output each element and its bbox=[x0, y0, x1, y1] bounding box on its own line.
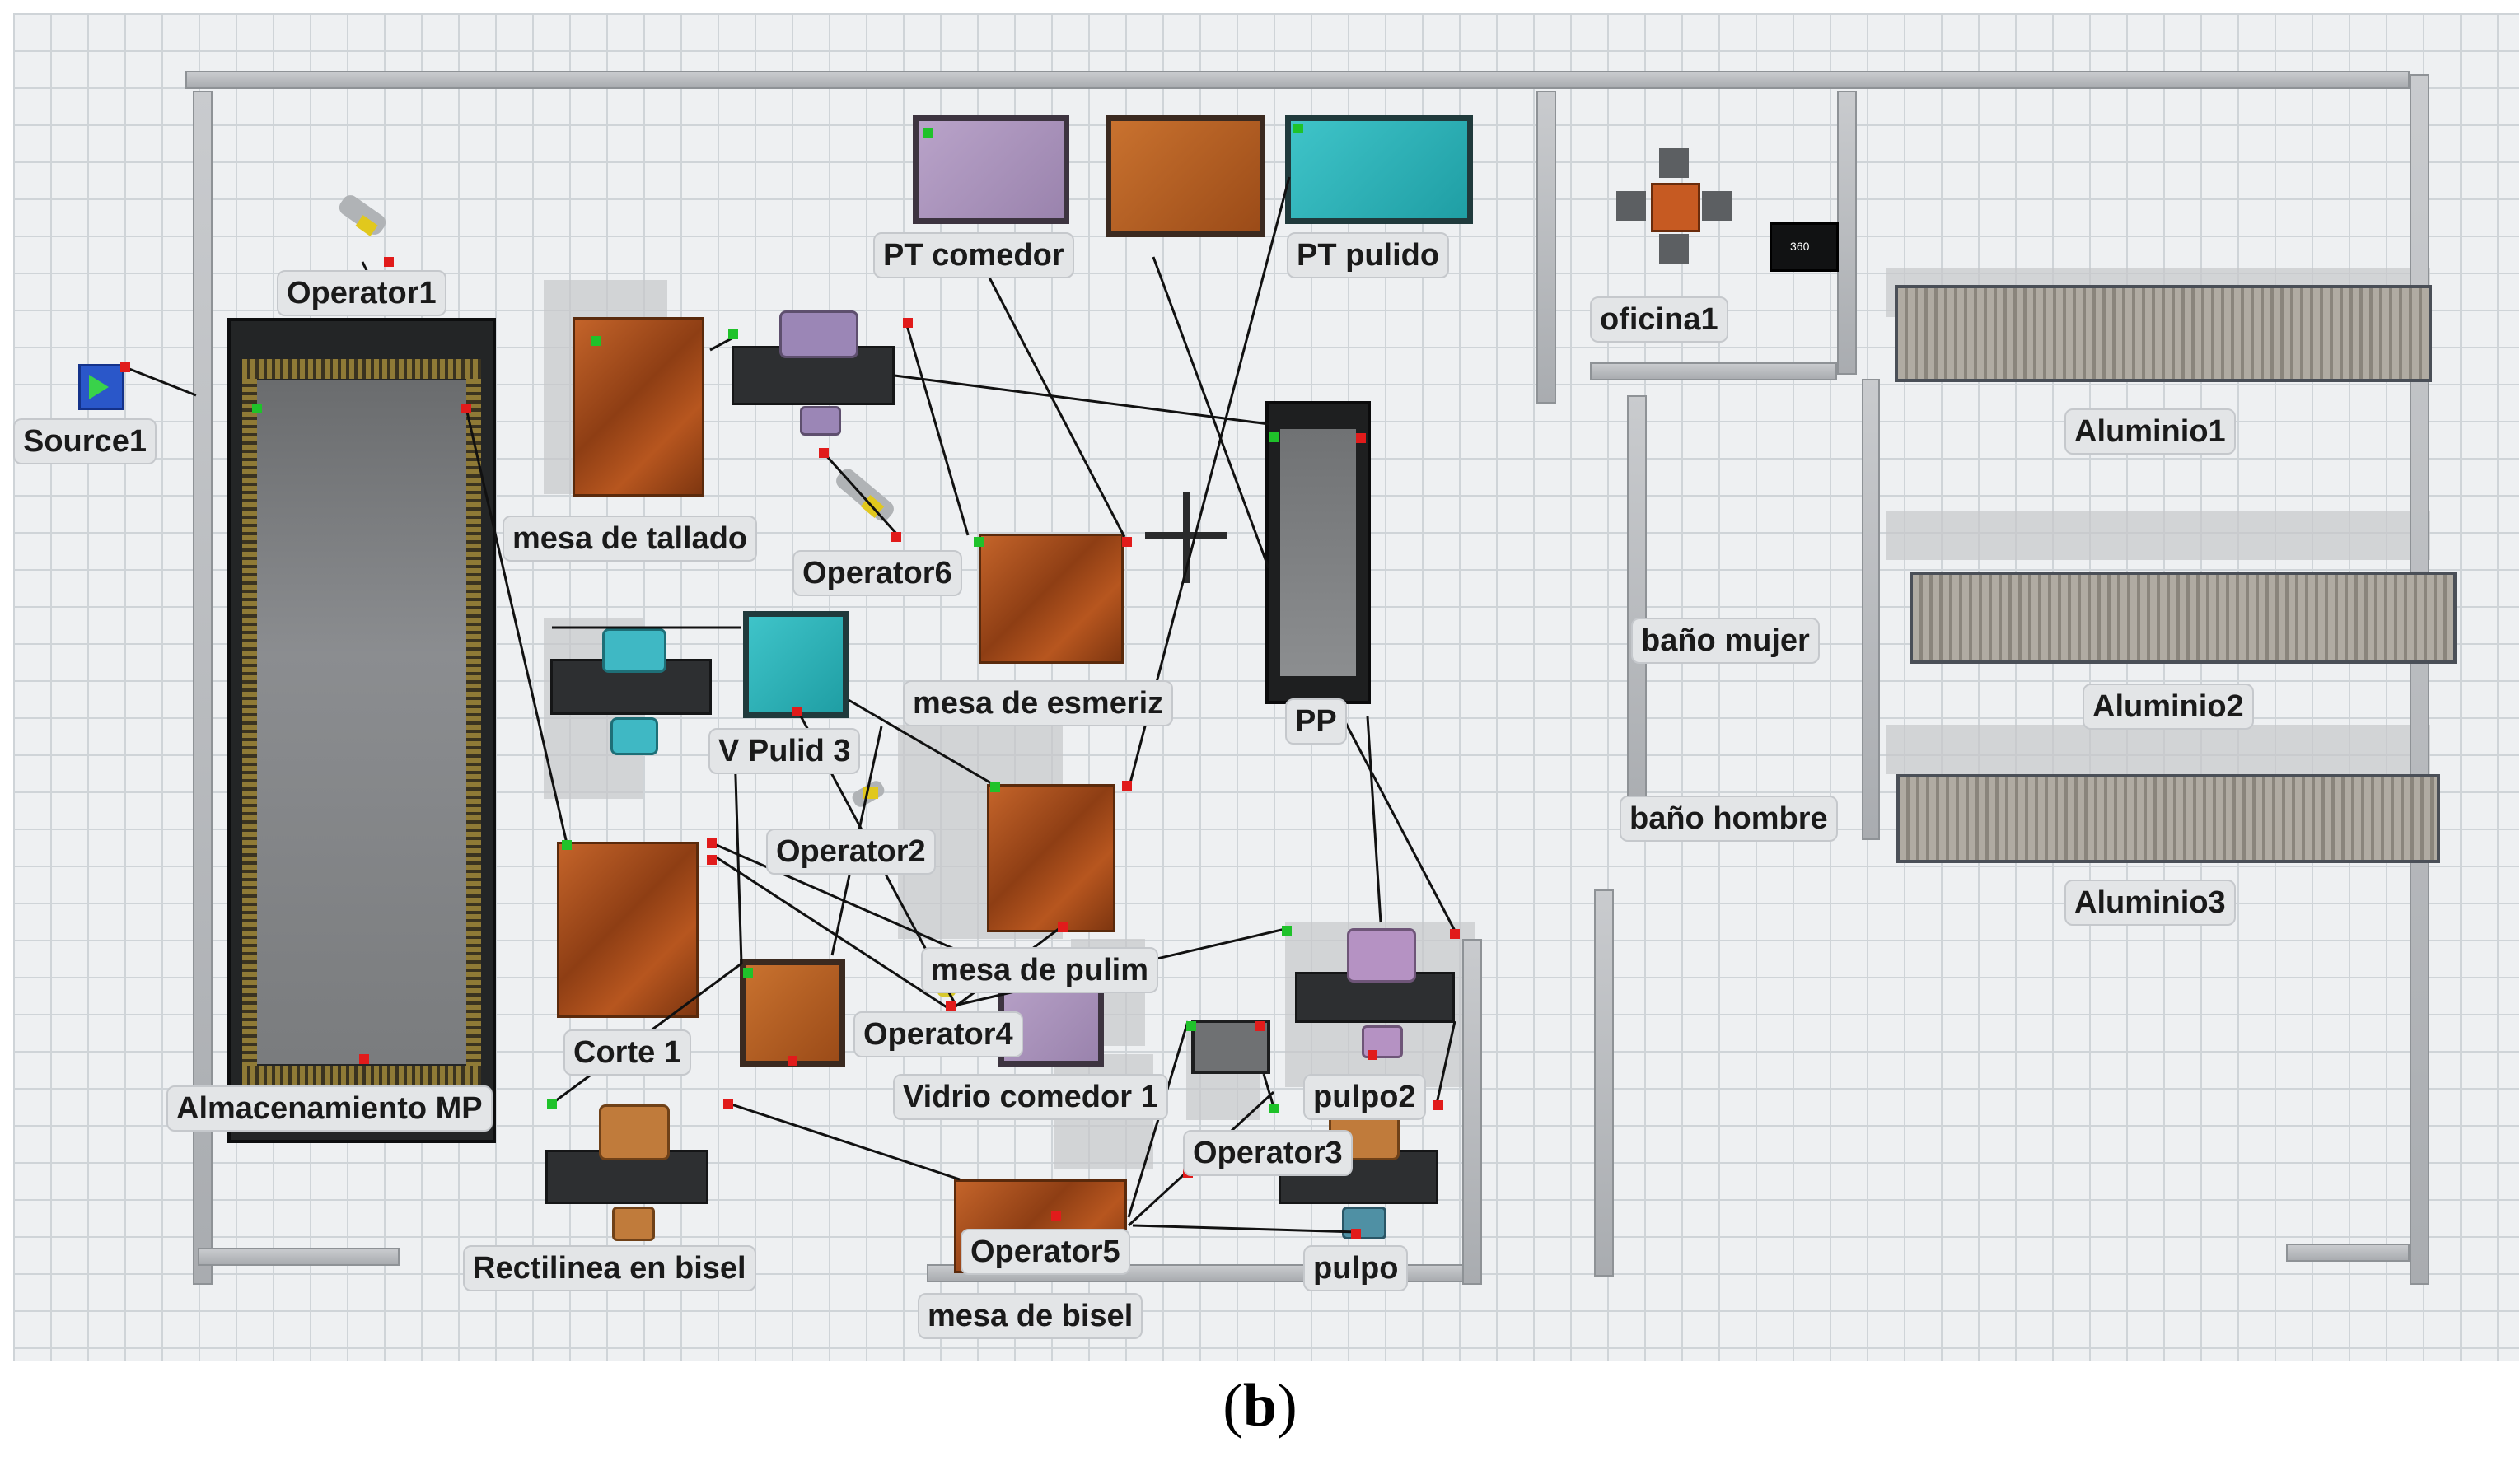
label-pt-comedor[interactable]: PT comedor bbox=[873, 232, 1074, 278]
label-operator1[interactable]: Operator1 bbox=[277, 270, 446, 316]
pt-comedor-object[interactable] bbox=[913, 115, 1069, 224]
tallado-machine-object[interactable] bbox=[732, 310, 895, 436]
caption-close: ) bbox=[1277, 1372, 1297, 1440]
source1-object[interactable] bbox=[78, 364, 124, 410]
pulido-machine-object[interactable] bbox=[550, 628, 712, 755]
caption-letter: b bbox=[1242, 1372, 1278, 1440]
label-mesa-de-esmeriz[interactable]: mesa de esmeriz bbox=[903, 680, 1174, 726]
mesa-de-esmeriz-object[interactable] bbox=[979, 534, 1124, 664]
label-pulpo2[interactable]: pulpo2 bbox=[1303, 1074, 1426, 1120]
label-bano-mujer[interactable]: baño mujer bbox=[1631, 618, 1820, 664]
label-almacenamiento-mp[interactable]: Almacenamiento MP bbox=[166, 1085, 493, 1132]
aluminio3-rack-object[interactable] bbox=[1896, 774, 2440, 863]
label-vidrio-comedor-1[interactable]: Vidrio comedor 1 bbox=[893, 1074, 1168, 1120]
label-mesa-de-bisel[interactable]: mesa de bisel bbox=[918, 1293, 1143, 1339]
caption-open: ( bbox=[1223, 1372, 1243, 1440]
label-bano-hombre[interactable]: baño hombre bbox=[1620, 796, 1838, 842]
label-oficina1[interactable]: oficina1 bbox=[1590, 296, 1728, 343]
office-screen-text: 360 bbox=[1790, 240, 1810, 253]
almacenamiento-mp-object[interactable] bbox=[227, 318, 496, 1143]
rectilinea-machine-object[interactable] bbox=[545, 1104, 708, 1241]
label-operator5[interactable]: Operator5 bbox=[961, 1229, 1130, 1275]
mesa-de-tallado-object[interactable] bbox=[573, 317, 704, 497]
arrow-play-icon bbox=[89, 375, 109, 399]
aluminio2-rack-object[interactable] bbox=[1910, 572, 2457, 664]
oficina1-object[interactable] bbox=[1616, 148, 1732, 264]
label-mesa-de-pulim[interactable]: mesa de pulim bbox=[921, 947, 1158, 993]
label-aluminio3[interactable]: Aluminio3 bbox=[2064, 880, 2236, 926]
label-rectilinea-en-bisel[interactable]: Rectilinea en bisel bbox=[463, 1245, 756, 1291]
label-pt-pulido[interactable]: PT pulido bbox=[1287, 232, 1450, 278]
gray-queue-object[interactable] bbox=[1191, 1020, 1270, 1074]
label-aluminio2[interactable]: Aluminio2 bbox=[2083, 684, 2254, 730]
label-aluminio1[interactable]: Aluminio1 bbox=[2064, 408, 2236, 455]
aluminio1-rack-object[interactable] bbox=[1895, 285, 2432, 382]
figure-caption: (b) bbox=[0, 1371, 2520, 1441]
mesa-de-pulim-object[interactable] bbox=[987, 784, 1115, 932]
pt-pulido-object[interactable] bbox=[1285, 115, 1473, 224]
label-mesa-de-tallado[interactable]: mesa de tallado bbox=[503, 516, 758, 562]
label-operator3[interactable]: Operator3 bbox=[1183, 1130, 1353, 1176]
label-v-pulid-3[interactable]: V Pulid 3 bbox=[708, 728, 861, 774]
label-operator2[interactable]: Operator2 bbox=[766, 829, 936, 875]
pulpo2-machine-object[interactable] bbox=[1295, 928, 1455, 1058]
label-pulpo[interactable]: pulpo bbox=[1303, 1245, 1409, 1291]
label-operator6[interactable]: Operator6 bbox=[792, 550, 962, 596]
label-pp[interactable]: PP bbox=[1285, 698, 1347, 745]
label-corte-1[interactable]: Corte 1 bbox=[563, 1029, 691, 1076]
office-desk-object[interactable]: 360 bbox=[1770, 222, 1839, 272]
label-operator4[interactable]: Operator4 bbox=[853, 1011, 1023, 1057]
label-source1[interactable]: Source1 bbox=[13, 418, 157, 464]
